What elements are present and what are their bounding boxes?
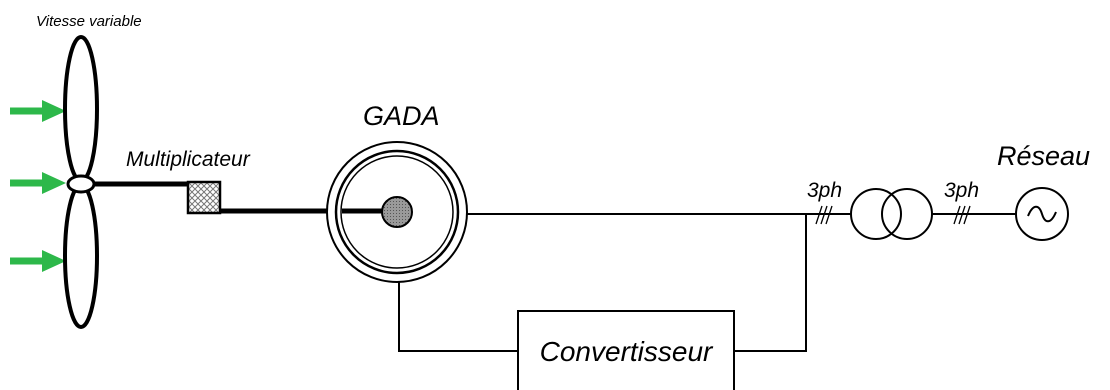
converter-return-line bbox=[734, 214, 807, 352]
gearbox-label: Multiplicateur bbox=[126, 148, 251, 171]
wind-arrow-icon bbox=[10, 250, 66, 272]
blade-top bbox=[63, 35, 99, 183]
ac-source-icon bbox=[1015, 187, 1069, 241]
three-phase-marker bbox=[953, 205, 971, 225]
generator-label: GADA bbox=[363, 101, 440, 131]
turbine-rotor bbox=[63, 35, 99, 329]
speed-label: Vitesse variable bbox=[36, 13, 142, 30]
converter-box bbox=[517, 310, 735, 390]
phase-label-left: 3ph bbox=[807, 179, 842, 202]
rotor-line bbox=[398, 282, 518, 352]
three-phase-marker bbox=[815, 205, 833, 225]
converter-label: Convertisseur bbox=[540, 336, 714, 367]
wind-arrow-icon bbox=[10, 100, 66, 122]
dfig-generator-icon bbox=[326, 141, 468, 283]
wind-arrow-icon bbox=[10, 172, 66, 194]
gearbox-icon bbox=[186, 180, 222, 215]
turbine-hub bbox=[66, 174, 96, 194]
transformer-icon bbox=[850, 188, 933, 240]
grid-label: Réseau bbox=[997, 141, 1090, 171]
blade-bottom bbox=[63, 183, 99, 329]
phase-label-right: 3ph bbox=[944, 179, 979, 202]
